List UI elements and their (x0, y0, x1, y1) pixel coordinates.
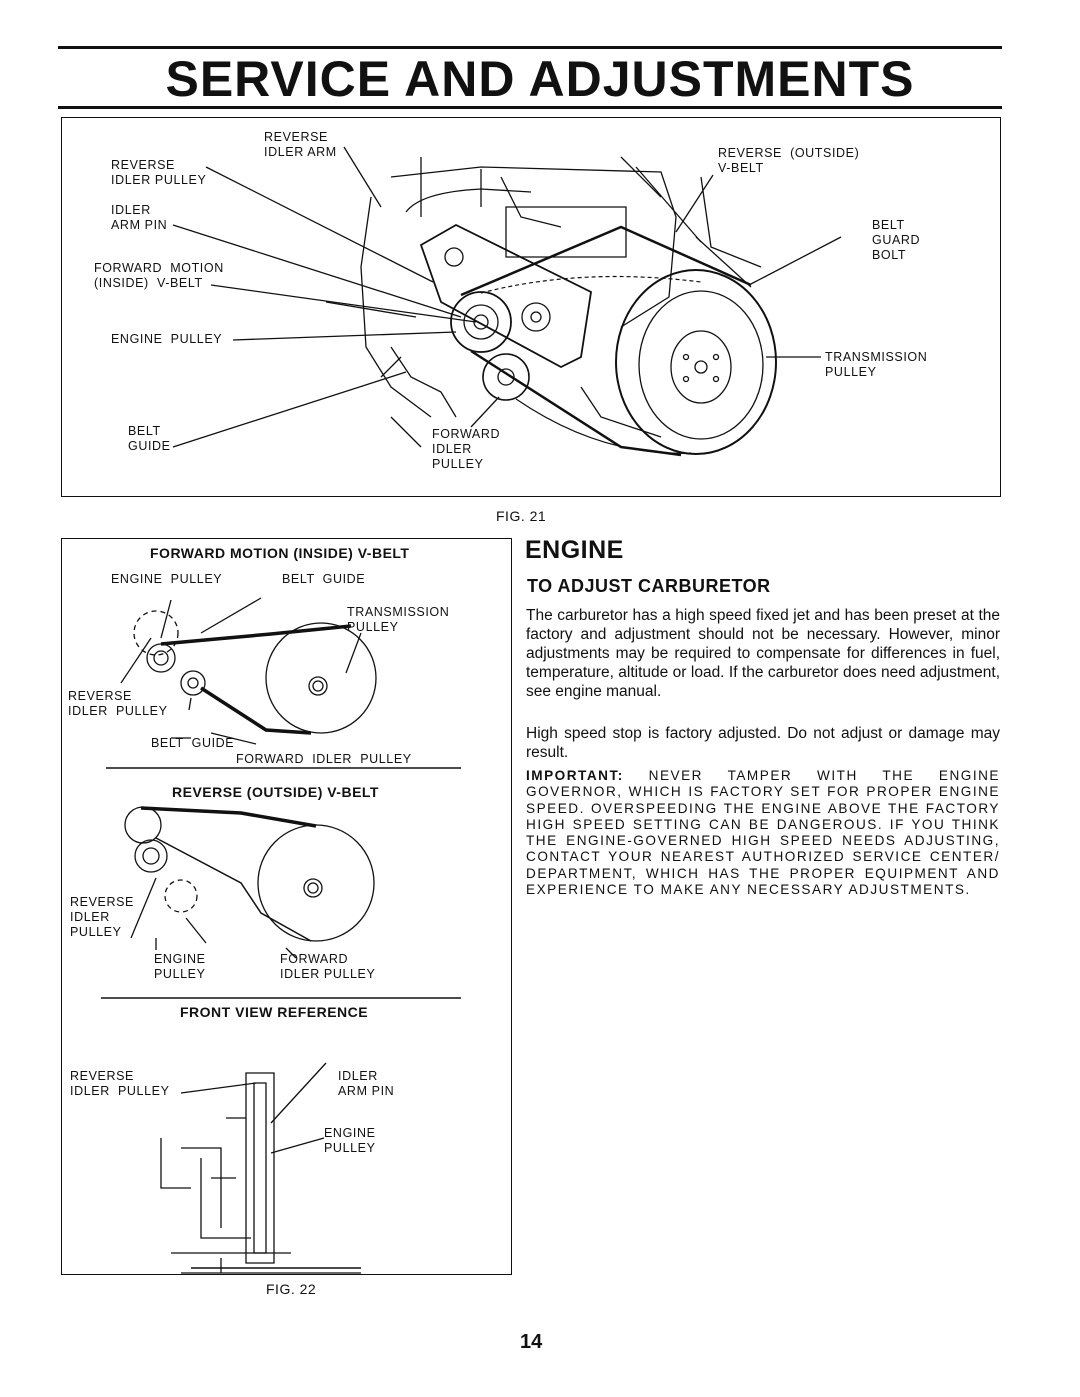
reverse-label-forward-idler-pulley: FORWARD IDLER PULLEY (280, 952, 376, 981)
important-label: IMPORTANT: (526, 768, 624, 783)
fig21-illustration (61, 117, 1001, 497)
fig22-caption: FIG. 22 (266, 1281, 317, 1297)
front-label-reverse-idler-pulley: REVERSE IDLER PULLEY (70, 1069, 170, 1098)
important-text: NEVER TAMPER WITH THE ENGINE GOVERNOR, W… (526, 768, 1000, 898)
fig21-label-reverse-idler-pulley: REVERSE IDLER PULLEY (111, 158, 207, 187)
carburetor-subheading: TO ADJUST CARBURETOR (527, 576, 771, 596)
fig21-label-belt-guide: BELT GUIDE (128, 424, 171, 453)
fig21-label-forward-motion-vbelt: FORWARD MOTION (INSIDE) V-BELT (94, 261, 224, 290)
front-label-engine-pulley: ENGINE PULLEY (324, 1126, 376, 1155)
important-notice: IMPORTANT: NEVER TAMPER WITH THE ENGINE … (526, 768, 1000, 898)
fig22-illustration (61, 538, 512, 1275)
forward-label-transmission-pulley: TRANSMISSION PULLEY (347, 605, 450, 634)
carburetor-paragraph-1: The carburetor has a high speed fixed je… (526, 607, 1000, 700)
front-label-idler-arm-pin: IDLER ARM PIN (338, 1069, 395, 1098)
forward-label-forward-idler-pulley: FORWARD IDLER PULLEY (236, 752, 412, 766)
reverse-section-title: REVERSE (OUTSIDE) V-BELT (172, 784, 379, 800)
carburetor-paragraph-2: High speed stop is factory adjusted. Do … (526, 725, 1000, 761)
forward-label-belt-guide-top: BELT GUIDE (282, 572, 366, 586)
fig21-label-reverse-idler-arm: REVERSE IDLER ARM (264, 130, 337, 159)
forward-section-title: FORWARD MOTION (INSIDE) V-BELT (150, 545, 410, 561)
fig21-label-transmission-pulley: TRANSMISSION PULLEY (825, 350, 928, 379)
fig21-label-idler-arm-pin: IDLER ARM PIN (111, 203, 168, 232)
forward-label-reverse-idler-pulley: REVERSE IDLER PULLEY (68, 689, 168, 718)
page-title: SERVICE AND ADJUSTMENTS (165, 51, 915, 107)
forward-label-belt-guide-bottom: BELT GUIDE (151, 736, 235, 750)
front-section-title: FRONT VIEW REFERENCE (180, 1004, 369, 1020)
fig21-label-belt-guard-bolt: BELT GUARD BOLT (872, 218, 921, 262)
fig21-frame (61, 117, 1001, 497)
header-rule-top (58, 46, 1002, 49)
fig21-label-forward-idler-pulley: FORWARD IDLER PULLEY (432, 427, 501, 471)
fig22-frame (61, 538, 512, 1275)
engine-heading: ENGINE (525, 536, 624, 564)
reverse-label-engine-pulley: ENGINE PULLEY (154, 952, 206, 981)
reverse-label-reverse-idler-pulley: REVERSE IDLER PULLEY (70, 895, 134, 939)
fig21-label-reverse-outside-vbelt: REVERSE (OUTSIDE) V-BELT (718, 146, 860, 175)
fig21-caption: FIG. 21 (496, 508, 547, 524)
forward-label-engine-pulley: ENGINE PULLEY (111, 572, 223, 586)
fig21-label-engine-pulley: ENGINE PULLEY (111, 332, 223, 346)
page-number: 14 (520, 1331, 543, 1353)
header-rule-bottom (58, 106, 1002, 109)
